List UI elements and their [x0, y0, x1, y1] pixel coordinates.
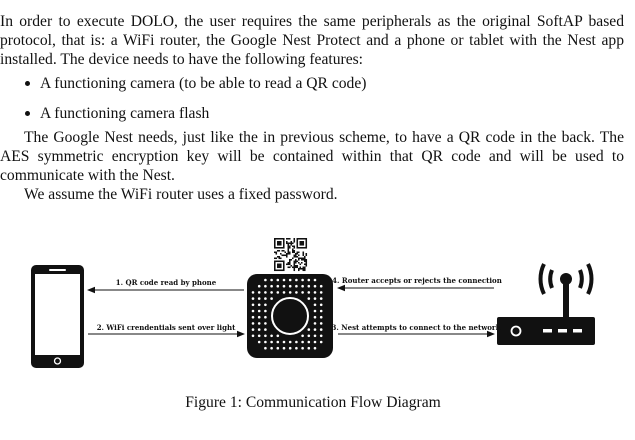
paragraph-3: We assume the WiFi router uses a fixed p…: [24, 186, 338, 203]
paper-body: In order to execute DOLO, the user requi…: [0, 12, 624, 204]
figure-caption: Figure 1: Communication Flow Diagram: [185, 394, 441, 411]
list-item-text: A functioning camera (to be able to read…: [40, 75, 367, 92]
qr-code-icon: [274, 238, 308, 272]
list-item: A functioning camera (to be able to read…: [0, 74, 624, 93]
arrow-label-1: 1. QR code read by phone: [116, 278, 217, 287]
wifi-router-icon: [497, 263, 595, 345]
bullet-icon: [25, 111, 30, 116]
arrow-label-3: 3. Nest attempts to connect to the netwo…: [332, 323, 501, 332]
nest-device-icon: [247, 274, 333, 358]
bullet-icon: [25, 81, 30, 86]
arrow-label-2: 2. WiFi crendentials sent over light: [97, 323, 236, 332]
paragraph-1: In order to execute DOLO, the user requi…: [0, 13, 624, 68]
feature-list: A functioning camera (to be able to read…: [0, 74, 624, 123]
list-item-text: A functioning camera flash: [40, 105, 210, 122]
list-item: A functioning camera flash: [0, 104, 624, 123]
smartphone-icon: [31, 265, 84, 368]
paragraph-2: The Google Nest needs, just like the in …: [0, 129, 624, 184]
communication-flow-diagram: 1. QR code read by phone 2. WiFi crenden…: [31, 238, 595, 368]
arrow-label-4: 4. Router accepts or rejects the connect…: [332, 276, 502, 285]
